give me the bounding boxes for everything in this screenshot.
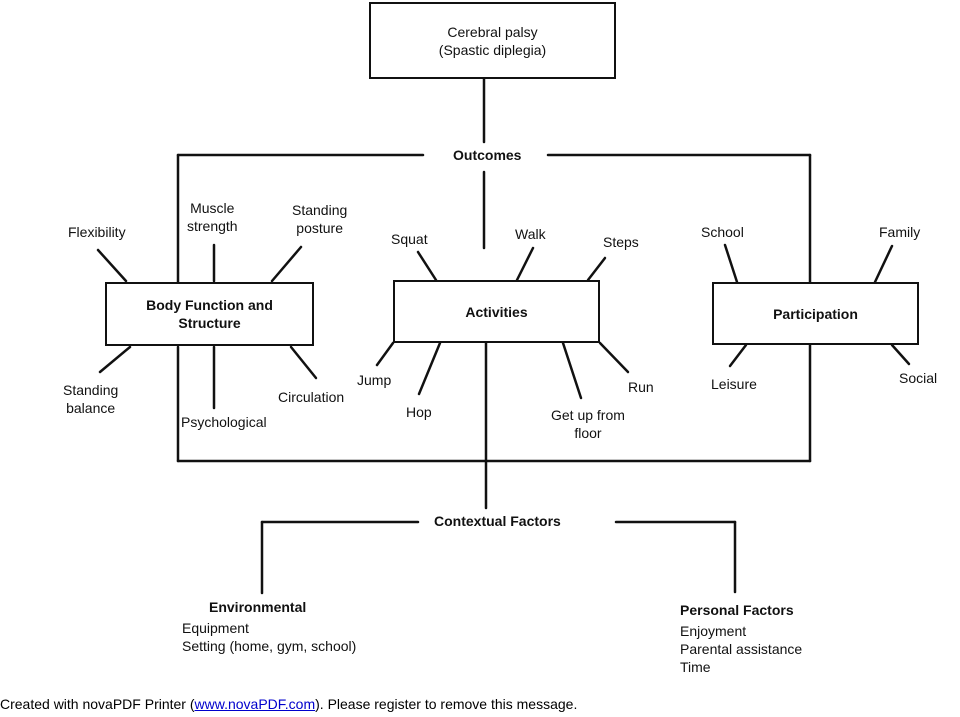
connector-line xyxy=(561,341,583,400)
personal-factors-title: Personal Factors xyxy=(680,602,794,618)
personal-factors-item: Time xyxy=(680,659,711,675)
footer-prefix: Created with novaPDF Printer ( xyxy=(0,696,195,712)
cerebral-palsy-subtitle: (Spastic diplegia) xyxy=(438,41,547,58)
get-up-label: Get up from floor xyxy=(551,406,625,442)
personal-factors-block: Personal Factors Enjoyment Parental assi… xyxy=(680,601,802,676)
standing-balance-line1: Standing xyxy=(63,382,119,398)
connector-line xyxy=(515,246,535,282)
family-label: Family xyxy=(879,224,921,240)
connector-line xyxy=(728,343,748,368)
standing-balance-line2: balance xyxy=(66,400,116,416)
body-function-title-line1: Body Function and xyxy=(146,297,273,313)
social-label: Social xyxy=(899,370,938,386)
connector-line xyxy=(723,243,739,284)
environmental-item: Setting (home, gym, school) xyxy=(182,638,357,654)
connector-line xyxy=(270,245,303,283)
cerebral-palsy-title: Cerebral palsy xyxy=(447,23,538,40)
connector-line xyxy=(890,343,911,366)
leisure-label: Leisure xyxy=(711,376,757,392)
environmental-title: Environmental xyxy=(209,599,307,615)
muscle-strength-line1: Muscle xyxy=(190,200,235,216)
outcomes-label: Outcomes xyxy=(447,147,528,163)
connector-line xyxy=(289,345,318,380)
body-function-box: Body Function and Structure xyxy=(105,282,314,346)
muscle-strength-label: Muscle strength xyxy=(187,199,238,235)
connector-line xyxy=(96,248,128,283)
connector-line xyxy=(586,256,607,282)
jump-label: Jump xyxy=(357,372,392,388)
footer-link[interactable]: www.novaPDF.com xyxy=(194,696,316,712)
hop-label: Hop xyxy=(406,404,432,420)
personal-factors-item: Parental assistance xyxy=(680,641,803,657)
get-up-line2: floor xyxy=(574,425,602,441)
muscle-strength-line2: strength xyxy=(187,218,238,234)
standing-balance-label: Standing balance xyxy=(63,381,118,417)
footer-suffix: ). Please register to remove this messag… xyxy=(315,696,578,712)
standing-posture-line1: Standing xyxy=(292,202,348,218)
cerebral-palsy-box: Cerebral palsy (Spastic diplegia) xyxy=(369,2,616,79)
walk-label: Walk xyxy=(515,226,546,242)
contextual-factors-label: Contextual Factors xyxy=(428,513,567,529)
body-function-title-line2: Structure xyxy=(178,315,241,331)
steps-label: Steps xyxy=(603,234,639,250)
connector-line xyxy=(98,345,132,374)
psychological-label: Psychological xyxy=(181,414,267,430)
environmental-block: Environmental Equipment Setting (home, g… xyxy=(182,598,356,655)
participation-box: Participation xyxy=(712,282,919,345)
get-up-line1: Get up from xyxy=(551,407,625,423)
participation-title: Participation xyxy=(773,305,858,322)
connector-line xyxy=(417,341,442,396)
flexibility-label: Flexibility xyxy=(68,224,126,240)
connector-line xyxy=(598,341,630,374)
connector-line xyxy=(375,341,395,367)
environmental-item: Equipment xyxy=(182,620,249,636)
standing-posture-line2: posture xyxy=(296,220,343,236)
activities-box: Activities xyxy=(393,280,600,343)
squat-label: Squat xyxy=(391,231,428,247)
connector-line xyxy=(416,250,438,282)
run-label: Run xyxy=(628,379,654,395)
school-label: School xyxy=(701,224,744,240)
standing-posture-label: Standing posture xyxy=(292,201,347,237)
personal-factors-item: Enjoyment xyxy=(680,623,747,639)
circulation-label: Circulation xyxy=(278,389,345,405)
activities-title: Activities xyxy=(465,303,528,320)
footer-message: Created with novaPDF Printer (www.novaPD… xyxy=(0,696,577,712)
connector-line xyxy=(873,244,894,284)
